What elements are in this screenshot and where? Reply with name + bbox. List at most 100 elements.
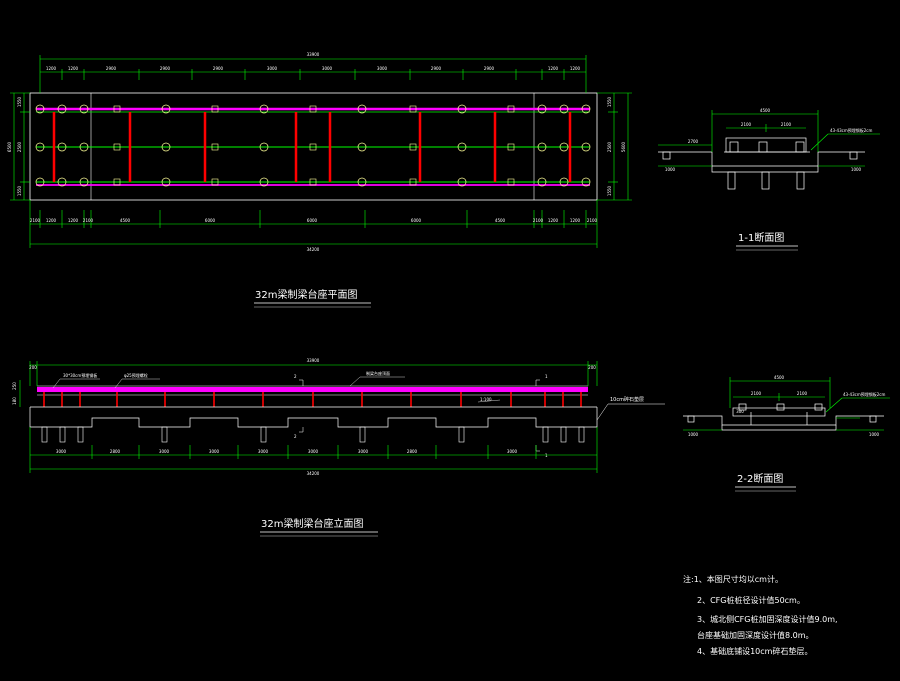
note-line-5: 4、基础底铺设10cm碎石垫层。 — [697, 646, 812, 656]
dim-label: 2100 — [797, 391, 808, 396]
dim-label: 6000 — [205, 218, 216, 223]
label-slope: 1:100 — [480, 397, 492, 402]
pile-circle — [57, 142, 67, 152]
dim-label: 1550 — [17, 185, 22, 196]
label-bolt: φ25预埋螺栓 — [124, 372, 148, 378]
elevation-beam — [37, 387, 588, 392]
plan-cross-beams — [52, 112, 572, 182]
pile — [542, 426, 549, 443]
pile-circle — [581, 104, 591, 114]
pile-circle — [559, 104, 569, 114]
section-pad — [849, 151, 858, 160]
pile-circle — [537, 142, 547, 152]
dim-label: 1200 — [68, 218, 79, 223]
dim-label: 3000 — [322, 66, 333, 71]
dim-label: 1200 — [46, 66, 57, 71]
dim-label: 2100 — [751, 391, 762, 396]
section-base — [711, 166, 819, 173]
section-mark: 1 — [545, 453, 548, 458]
anchor-square — [507, 143, 515, 151]
pile-circle — [537, 177, 547, 187]
dim-label: 6500 — [7, 141, 12, 152]
pile-circle — [79, 142, 89, 152]
anchor-square — [113, 178, 121, 186]
dim-label: 2900 — [213, 66, 224, 71]
dim-overall-top: 33900 — [307, 52, 320, 57]
dim-label: 3000 — [507, 449, 518, 454]
elevation-dim-top — [19, 361, 598, 407]
note-line-2: 2、CFG桩桩径设计值50cm。 — [697, 595, 805, 605]
pile — [260, 426, 267, 443]
callout-leader — [825, 397, 843, 413]
dim-label: 4500 — [774, 375, 785, 380]
section-2-2-title: 2-2断面图 — [737, 472, 783, 485]
section-outline — [658, 151, 865, 167]
anchor-square — [113, 105, 121, 113]
pile-circle — [35, 177, 45, 187]
pile — [77, 426, 84, 443]
elevation-title: 32m梁制梁台座立面图 — [261, 517, 363, 530]
elevation-leaders — [52, 376, 405, 389]
elevation-dim-bottom — [29, 427, 598, 473]
pile — [560, 426, 567, 443]
section-pad — [662, 151, 671, 160]
note-line-3: 3、城北侧CFG桩加固深度设计值9.0m, — [697, 614, 838, 624]
dim-label: 3000 — [159, 449, 170, 454]
pile-circle — [357, 142, 367, 152]
pile-circle — [161, 142, 171, 152]
anchor-square — [309, 143, 317, 151]
section-mark-line — [299, 379, 304, 386]
dim-overall-bottom: 34200 — [307, 471, 320, 476]
section-block — [738, 403, 747, 411]
label-beam: 制梁台座顶面 — [366, 370, 390, 376]
pile-circle — [259, 104, 269, 114]
anchor-square — [409, 105, 417, 113]
dim-label: 2900 — [160, 66, 171, 71]
anchor-square — [409, 143, 417, 151]
pile — [161, 426, 168, 443]
pile-circle — [57, 177, 67, 187]
dim-overall-top: 33900 — [307, 358, 320, 363]
anchor-square — [507, 178, 515, 186]
section-block — [758, 141, 768, 153]
leader — [52, 378, 61, 389]
dim-label: 2800 — [407, 449, 418, 454]
pile-circle — [259, 177, 269, 187]
dim-label: 3000 — [56, 449, 67, 454]
callout-label: 43-43cm预埋钢板2cm — [843, 391, 885, 397]
dim-label: 1000 — [688, 432, 699, 437]
plan-bottom-dim-labels: 2100 1200 1200 2100 4500 6000 6000 6000 … — [30, 218, 598, 223]
anchor-square — [113, 143, 121, 151]
pile — [41, 426, 48, 443]
section-pedestal — [732, 407, 826, 417]
callout-label: 43-43cm预埋钢板2cm — [830, 127, 872, 133]
elevation-posts — [43, 392, 582, 407]
pile — [761, 171, 770, 190]
dim-label: 1550 — [17, 96, 22, 107]
slope-line — [477, 399, 501, 403]
section-pad — [687, 415, 695, 423]
pile-circle — [79, 104, 89, 114]
plan-dim-top — [39, 55, 587, 93]
elevation-dim-labels: 3000 2800 3000 3000 3000 3000 3000 2800 … — [56, 449, 518, 454]
section-mark-line — [535, 379, 540, 386]
dim-label: 2100 — [781, 122, 792, 127]
callout-leader — [810, 133, 829, 151]
pile-circle — [457, 142, 467, 152]
dim-label: 3000 — [308, 449, 319, 454]
section-2-2: 4500 2100 2100 300 1000 1000 43-43cm预埋钢板… — [683, 375, 890, 492]
dim-label: 2100 — [587, 218, 598, 223]
pile-circle — [581, 142, 591, 152]
plan-dim-bottom — [29, 200, 598, 248]
anchor-square — [409, 178, 417, 186]
dim-label: 1550 — [607, 185, 612, 196]
pile — [359, 426, 366, 443]
pile-circle — [35, 104, 45, 114]
leader — [114, 378, 123, 389]
pile-circle — [35, 142, 45, 152]
dim-label: 3000 — [209, 449, 220, 454]
dim-label: 180 — [12, 397, 17, 405]
dim-label: 1200 — [570, 218, 581, 223]
section-pad — [869, 415, 877, 423]
